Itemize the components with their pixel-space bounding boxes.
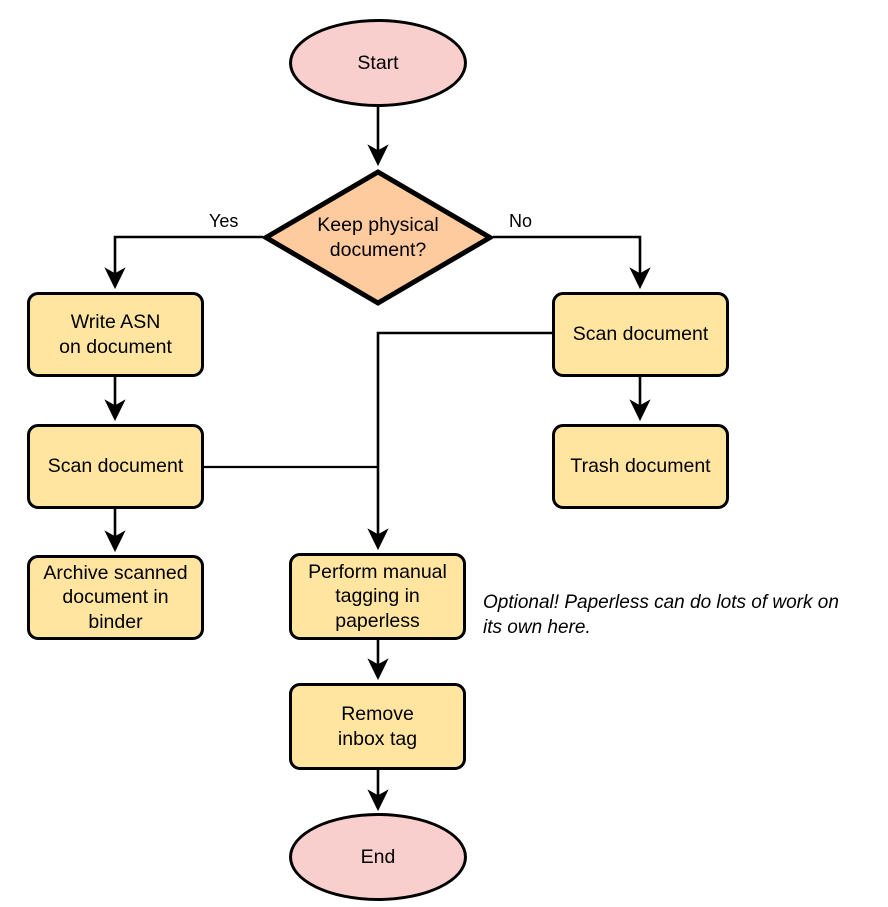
node-start[interactable]: Start <box>289 19 467 107</box>
node-start-label: Start <box>357 51 399 74</box>
node-scan-document-left[interactable]: Scan document <box>27 424 204 509</box>
edge-decision-yes-to-write-asn <box>104 235 263 290</box>
node-keep-physical-document-label: Keep physical document? <box>317 213 439 261</box>
node-archive-scanned-document-in-binder[interactable]: Archive scanned document in binder <box>27 555 204 640</box>
node-keep-physical-document[interactable]: Keep physical document? <box>263 169 493 306</box>
node-perform-manual-tagging-in-paperless-label: Perform manual tagging in paperless <box>308 560 447 632</box>
node-trash-document-label: Trash document <box>570 455 711 478</box>
node-remove-inbox-tag[interactable]: Remove inbox tag <box>289 683 466 770</box>
diamond-shape <box>263 169 493 306</box>
node-scan-document-right-label: Scan document <box>572 323 709 346</box>
node-trash-document[interactable]: Trash document <box>552 424 729 509</box>
node-write-asn-on-document-label: Write ASN on document <box>59 310 172 358</box>
node-archive-scanned-document-in-binder-label: Archive scanned document in binder <box>43 561 188 633</box>
annotation-optional-note: Optional! Paperless can do lots of work … <box>483 592 839 639</box>
edge-scan-right-to-manual-tagging <box>367 331 552 551</box>
node-scan-document-right[interactable]: Scan document <box>552 292 729 377</box>
edge-decision-no-to-scan-right <box>493 235 651 290</box>
node-scan-document-left-label: Scan document <box>47 455 184 478</box>
edge-label-no: No <box>509 211 533 231</box>
edge-label-yes: Yes <box>209 211 239 231</box>
node-end[interactable]: End <box>289 813 467 901</box>
node-write-asn-on-document[interactable]: Write ASN on document <box>27 292 204 377</box>
node-perform-manual-tagging-in-paperless[interactable]: Perform manual tagging in paperless <box>289 553 466 640</box>
node-end-label: End <box>360 845 396 868</box>
node-remove-inbox-tag-label: Remove inbox tag <box>337 702 418 750</box>
